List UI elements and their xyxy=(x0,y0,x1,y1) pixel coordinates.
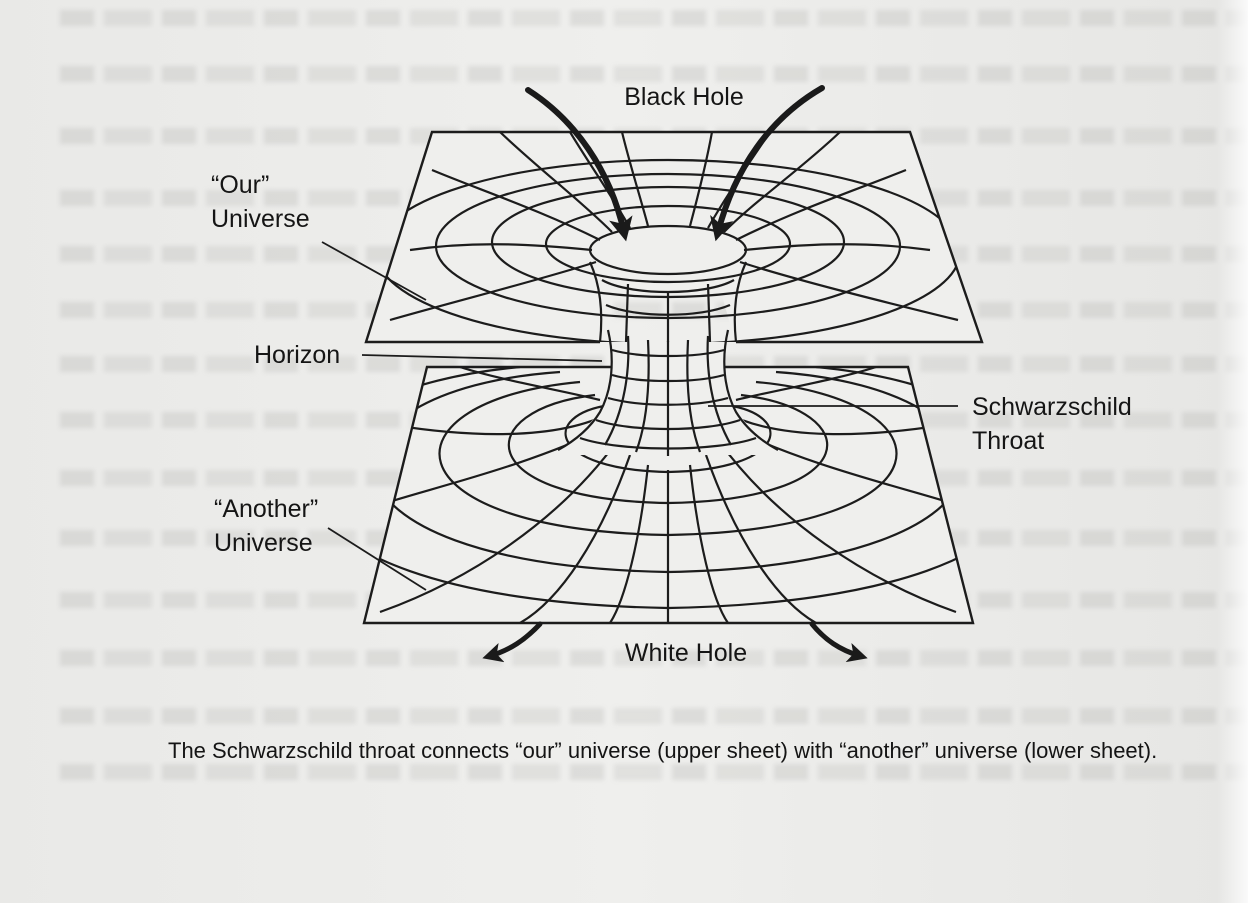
our-universe-label-line1: “Our” xyxy=(211,171,270,199)
black-hole-left-arrow xyxy=(525,87,633,242)
schwarzschild-throat-label-line1: Schwarzschild xyxy=(972,393,1132,421)
another-universe-label-line2: Universe xyxy=(214,529,313,557)
leader-lines xyxy=(321,241,958,591)
upper-sheet xyxy=(364,130,984,344)
white-hole-label: White Hole xyxy=(624,639,748,667)
white-hole-left-arrow xyxy=(482,621,543,663)
white-hole-right-arrow xyxy=(809,621,868,663)
another-universe-label-line1: “Another” xyxy=(214,495,319,523)
another-universe-leader xyxy=(327,527,427,591)
schwarzschild-throat-shape xyxy=(550,329,786,456)
horizon-label: Horizon xyxy=(254,341,341,369)
black-hole-arrows xyxy=(525,85,825,242)
lower-sheet xyxy=(362,365,975,625)
figure-caption: The Schwarzschild throat connects “our” … xyxy=(168,738,1158,763)
white-hole-arrows xyxy=(482,621,868,663)
our-universe-label-line2: Universe xyxy=(211,205,310,233)
our-universe-leader xyxy=(321,241,427,301)
horizon-leader xyxy=(361,354,603,362)
schwarzschild-throat-label-line2: Throat xyxy=(972,427,1045,455)
black-hole-label: Black Hole xyxy=(624,83,744,111)
page-edge xyxy=(1218,0,1248,903)
black-hole-right-arrow xyxy=(710,85,825,242)
